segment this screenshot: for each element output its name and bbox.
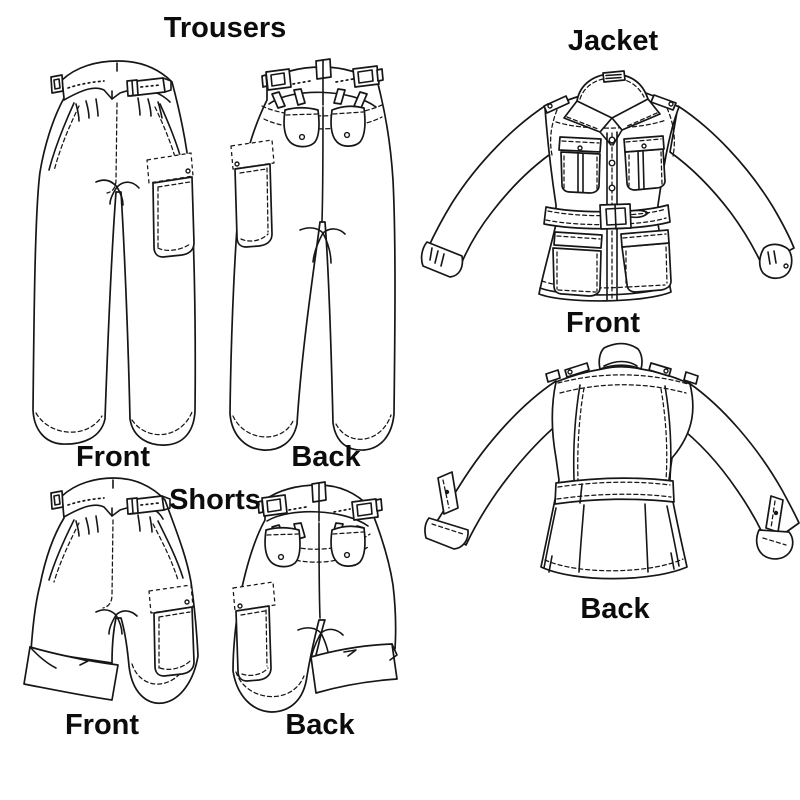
trousers-title: Trousers: [163, 12, 287, 44]
shorts-back-drawing: [232, 481, 398, 713]
trousers-front-drawing: [32, 60, 197, 446]
shorts-title: Shorts: [169, 484, 261, 516]
jacket-front-drawing: [420, 70, 795, 302]
jacket-title: Jacket: [567, 25, 659, 57]
jacket-back-label: Back: [580, 593, 650, 625]
shorts-front-drawing: [23, 477, 199, 704]
trousers-back-label: Back: [291, 441, 361, 473]
shorts-back-label: Back: [285, 709, 355, 741]
jacket-front-label: Front: [565, 307, 641, 339]
jacket-back-drawing: [424, 342, 800, 580]
trousers-front-label: Front: [75, 441, 151, 473]
shorts-front-label: Front: [64, 709, 140, 741]
trousers-back-drawing: [229, 58, 396, 451]
